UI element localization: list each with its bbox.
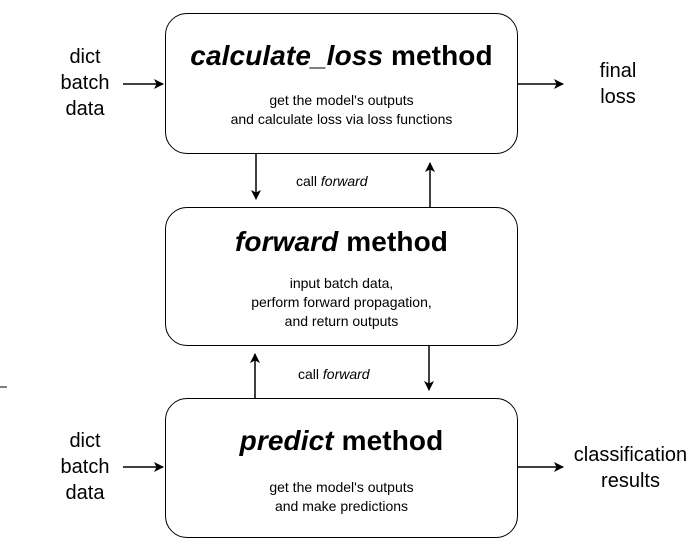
calculate-loss-output-line-2: loss bbox=[600, 86, 636, 108]
predict-input-label: dict batch data bbox=[50, 428, 120, 506]
calculate-loss-desc-line-1: get the model's outputs bbox=[269, 92, 414, 108]
predict-title-rest: method bbox=[333, 425, 444, 456]
calculate-loss-box: calculate_loss method get the model's ou… bbox=[165, 13, 518, 154]
forward-desc-line-3: and return outputs bbox=[284, 313, 399, 329]
calculate-loss-input-line-1: dict bbox=[69, 46, 101, 68]
predict-output-line-1: classification bbox=[573, 444, 688, 466]
forward-description: input batch data, perform forward propag… bbox=[166, 274, 517, 331]
predict-description: get the model's outputs and make predict… bbox=[166, 478, 517, 516]
predict-box: predict method get the model's outputs a… bbox=[165, 398, 518, 538]
calculate-loss-desc-line-2: and calculate loss via loss functions bbox=[230, 111, 453, 127]
calculate-loss-input-line-3: data bbox=[65, 98, 105, 120]
predict-input-line-1: dict bbox=[69, 430, 101, 452]
predict-input-line-3: data bbox=[65, 482, 105, 504]
predict-title: predict method bbox=[166, 427, 517, 455]
forward-title: forward method bbox=[166, 228, 517, 256]
call-forward-top-em: forward bbox=[320, 173, 368, 189]
calculate-loss-output-label: final loss bbox=[583, 58, 653, 110]
predict-desc-line-1: get the model's outputs bbox=[269, 479, 414, 495]
calculate-loss-title: calculate_loss method bbox=[166, 42, 517, 70]
calculate-loss-output-line-1: final bbox=[599, 60, 637, 82]
forward-desc-line-2: perform forward propagation, bbox=[251, 294, 432, 310]
calculate-loss-title-em: calculate_loss bbox=[190, 40, 384, 71]
calculate-loss-title-rest: method bbox=[383, 40, 493, 71]
calculate-loss-description: get the model's outputs and calculate lo… bbox=[166, 91, 517, 129]
predict-desc-line-2: and make predictions bbox=[274, 498, 409, 514]
call-forward-bottom-prefix: call bbox=[298, 366, 323, 382]
predict-output-line-2: results bbox=[601, 470, 660, 492]
calculate-loss-input-label: dict batch data bbox=[50, 44, 120, 122]
call-forward-bottom-em: forward bbox=[322, 366, 370, 382]
predict-title-em: predict bbox=[239, 425, 334, 456]
forward-desc-line-1: input batch data, bbox=[289, 275, 394, 291]
predict-output-label: classification results bbox=[563, 442, 698, 494]
call-forward-label-top: call forward bbox=[296, 173, 368, 189]
forward-title-em: forward bbox=[235, 226, 339, 257]
predict-input-line-2: batch bbox=[60, 456, 110, 478]
call-forward-top-prefix: call bbox=[296, 173, 321, 189]
call-forward-label-bottom: call forward bbox=[298, 366, 370, 382]
calculate-loss-input-line-2: batch bbox=[60, 72, 110, 94]
forward-box: forward method input batch data, perform… bbox=[165, 207, 518, 346]
forward-title-rest: method bbox=[338, 226, 448, 257]
